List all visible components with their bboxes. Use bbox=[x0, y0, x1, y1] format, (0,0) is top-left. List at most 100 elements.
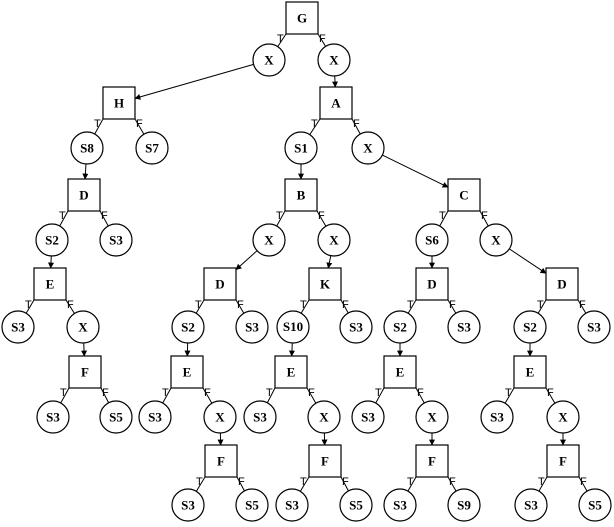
terminal-node-x4: X bbox=[351, 131, 385, 165]
branch-label-true: T bbox=[439, 210, 446, 222]
branch-label-true: T bbox=[537, 299, 544, 311]
terminal-node-s3g: S3 bbox=[339, 310, 373, 344]
terminal-node-s5d: S5 bbox=[578, 488, 612, 522]
terminal-node-s1: S1 bbox=[284, 131, 318, 165]
terminal-node-s3c: S3 bbox=[36, 400, 70, 434]
terminal-node-s6: S6 bbox=[415, 223, 449, 257]
node-label: S2 bbox=[181, 320, 195, 335]
edge-G-x2 bbox=[317, 33, 327, 47]
terminal-circle bbox=[1, 310, 35, 344]
node-label: S8 bbox=[80, 141, 94, 156]
decision-node-K: K bbox=[308, 267, 342, 301]
node-label: X bbox=[329, 233, 339, 248]
node-label: S5 bbox=[245, 498, 259, 513]
terminal-node-x2: X bbox=[317, 43, 351, 77]
node-label: S3 bbox=[181, 498, 195, 513]
terminal-node-s3o: S3 bbox=[514, 488, 548, 522]
node-label: X bbox=[363, 141, 373, 156]
terminal-node-x1: X bbox=[252, 43, 286, 77]
terminal-node-s7: S7 bbox=[135, 131, 169, 165]
node-label: D bbox=[79, 188, 88, 203]
node-label: S3 bbox=[46, 410, 60, 425]
branch-label-true: T bbox=[311, 118, 318, 130]
terminal-node-x5: X bbox=[252, 223, 286, 257]
node-label: S3 bbox=[148, 410, 162, 425]
node-label: F bbox=[321, 454, 329, 469]
node-label: S2 bbox=[393, 320, 407, 335]
node-label: D bbox=[557, 277, 566, 292]
decision-node-F2: F bbox=[204, 444, 238, 478]
terminal-node-x7: X bbox=[203, 400, 237, 434]
branch-label-true: T bbox=[538, 476, 545, 488]
terminal-node-s5c: S5 bbox=[339, 488, 373, 522]
branch-label-false: F bbox=[319, 33, 326, 45]
node-label: S3 bbox=[490, 410, 504, 425]
edge-E5-s3n bbox=[504, 387, 515, 404]
terminal-circle bbox=[252, 223, 286, 257]
decision-node-B: B bbox=[284, 178, 318, 212]
edge-K-s10 bbox=[300, 299, 310, 314]
branch-label-true: T bbox=[25, 299, 32, 311]
terminal-circle bbox=[415, 400, 449, 434]
decision-box bbox=[285, 1, 319, 35]
edge-E1-s3b bbox=[25, 299, 35, 314]
terminal-circle bbox=[235, 488, 269, 522]
branch-label-true: T bbox=[59, 210, 66, 222]
terminal-circle bbox=[578, 488, 612, 522]
terminal-node-x9: X bbox=[479, 223, 513, 257]
branch-label-true: T bbox=[276, 210, 283, 222]
edge-B-x5 bbox=[276, 210, 286, 227]
decision-box bbox=[170, 355, 204, 389]
branch-label-false: F bbox=[417, 387, 424, 399]
edge-E3-x8 bbox=[306, 387, 317, 404]
decision-box bbox=[102, 86, 136, 120]
node-label: S3 bbox=[349, 320, 363, 335]
node-label: S3 bbox=[285, 498, 299, 513]
node-label: E bbox=[396, 365, 405, 380]
decision-node-D4: D bbox=[545, 267, 579, 301]
branch-label-true: T bbox=[300, 299, 307, 311]
edge-D3-s2c bbox=[407, 299, 417, 314]
node-label: X bbox=[264, 53, 274, 68]
node-label: X bbox=[319, 410, 329, 425]
terminal-node-s5a: S5 bbox=[99, 400, 133, 434]
decision-node-D2: D bbox=[203, 267, 237, 301]
terminal-circle bbox=[99, 400, 133, 434]
edge-C-s6 bbox=[439, 210, 449, 227]
edge-s10-E3 bbox=[288, 342, 295, 357]
node-label: X bbox=[78, 320, 88, 335]
terminal-circle bbox=[351, 131, 385, 165]
terminal-node-s5b: S5 bbox=[235, 488, 269, 522]
terminal-node-s10: S10 bbox=[276, 310, 310, 344]
terminal-node-x6: X bbox=[317, 223, 351, 257]
terminal-circle bbox=[480, 400, 514, 434]
node-label: S2 bbox=[523, 320, 537, 335]
terminal-node-s3b: S3 bbox=[1, 310, 35, 344]
terminal-circle bbox=[317, 223, 351, 257]
node-label: S3 bbox=[361, 410, 375, 425]
branch-label-true: T bbox=[195, 299, 202, 311]
branch-label-true: T bbox=[505, 387, 512, 399]
terminal-node-s3k: S3 bbox=[351, 400, 385, 434]
node-label: S5 bbox=[349, 498, 363, 513]
terminal-circle bbox=[447, 488, 481, 522]
edge-F1-s5a bbox=[100, 387, 110, 404]
terminal-circle bbox=[99, 223, 133, 257]
terminal-circle bbox=[203, 400, 237, 434]
terminal-circle bbox=[351, 400, 385, 434]
terminal-node-s2d: S2 bbox=[513, 310, 547, 344]
edge-s8-D1 bbox=[82, 163, 89, 180]
terminal-node-s3e: S3 bbox=[138, 400, 172, 434]
terminal-node-s2a: S2 bbox=[35, 223, 69, 257]
edge-D3-s3j bbox=[447, 299, 457, 314]
edge-F5-s5d bbox=[578, 476, 588, 492]
branch-label-false: F bbox=[579, 299, 586, 311]
terminal-node-s3i: S3 bbox=[275, 488, 309, 522]
branch-label-false: F bbox=[342, 299, 349, 311]
decision-box bbox=[68, 355, 102, 389]
decision-node-C: C bbox=[447, 178, 481, 212]
node-label: S6 bbox=[425, 233, 439, 248]
decision-node-F1: F bbox=[68, 355, 102, 389]
decision-box bbox=[33, 267, 67, 301]
decision-node-G: G bbox=[285, 1, 319, 35]
